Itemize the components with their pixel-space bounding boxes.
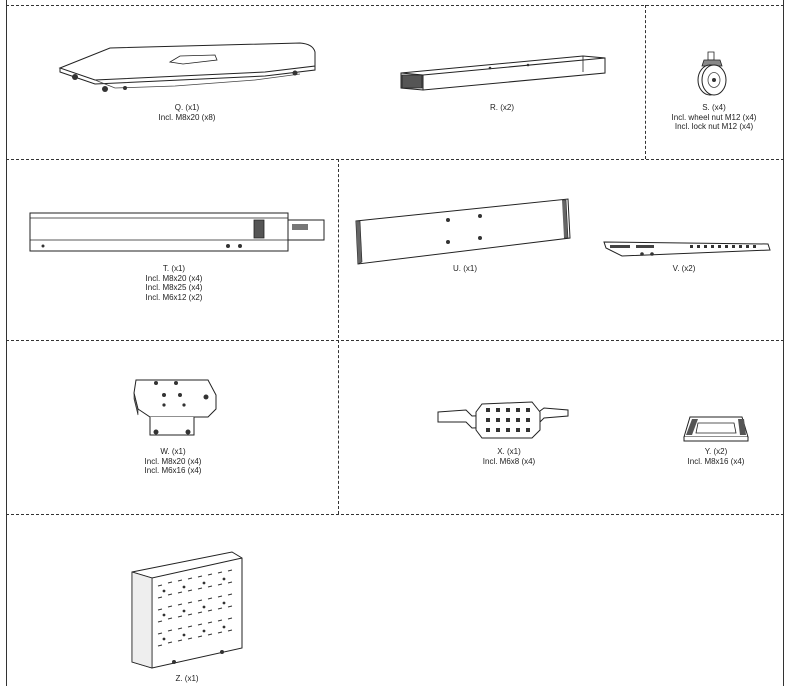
part-detail: Incl. wheel nut M12 (x4) bbox=[671, 112, 757, 122]
part-detail: Incl. lock nut M12 (x4) bbox=[674, 122, 754, 131]
part-r-illustration bbox=[398, 48, 608, 93]
divider bbox=[338, 159, 339, 514]
part-q-caption: Q. (x1) Incl. M8x20 (x8) bbox=[159, 103, 216, 122]
part-z-illustration bbox=[128, 550, 246, 670]
divider bbox=[6, 514, 784, 515]
part-x-illustration bbox=[436, 400, 571, 440]
part-label: Q. (x1) bbox=[174, 103, 200, 112]
part-detail: Incl. M8x20 (x4) bbox=[145, 273, 203, 283]
part-r-caption: R. (x2) bbox=[490, 103, 514, 113]
part-detail: Incl. M8x20 (x4) bbox=[144, 456, 202, 466]
part-detail: Incl. M8x25 (x4) bbox=[145, 283, 203, 292]
part-detail: Incl. M8x20 (x8) bbox=[158, 112, 216, 122]
part-u-caption: U. (x1) bbox=[453, 264, 477, 274]
part-detail: Incl. M6x8 (x4) bbox=[482, 456, 536, 466]
part-detail: Incl. M6x16 (x4) bbox=[144, 466, 202, 475]
part-y-illustration bbox=[682, 415, 750, 443]
part-w-illustration bbox=[128, 375, 218, 443]
part-x-caption: X. (x1) Incl. M6x8 (x4) bbox=[483, 447, 535, 466]
divider bbox=[645, 5, 646, 159]
part-q-illustration bbox=[55, 40, 320, 92]
divider bbox=[6, 5, 784, 6]
part-u-illustration bbox=[352, 196, 574, 266]
part-z-caption: Z. (x1) bbox=[175, 674, 198, 684]
part-s-caption: S. (x4) Incl. wheel nut M12 (x4) Incl. l… bbox=[672, 103, 757, 132]
divider bbox=[6, 159, 784, 160]
part-detail: Incl. M8x16 (x4) bbox=[687, 456, 745, 466]
part-s-illustration bbox=[690, 50, 735, 98]
page-frame bbox=[6, 0, 784, 686]
part-label: Y. (x2) bbox=[704, 447, 728, 456]
part-t-illustration bbox=[28, 210, 328, 260]
part-w-caption: W. (x1) Incl. M8x20 (x4) Incl. M6x16 (x4… bbox=[145, 447, 202, 476]
part-y-caption: Y. (x2) Incl. M8x16 (x4) bbox=[688, 447, 745, 466]
divider bbox=[6, 340, 784, 341]
part-label: R. (x2) bbox=[490, 103, 514, 112]
part-t-caption: T. (x1) Incl. M8x20 (x4) Incl. M8x25 (x4… bbox=[146, 264, 203, 302]
part-detail: Incl. M6x12 (x2) bbox=[145, 292, 203, 302]
part-label: S. (x4) bbox=[702, 103, 726, 112]
part-label: V. (x2) bbox=[672, 264, 696, 273]
part-v-illustration bbox=[602, 238, 772, 260]
part-label: U. (x1) bbox=[453, 264, 477, 273]
part-label: X. (x1) bbox=[497, 447, 521, 456]
part-label: Z. (x1) bbox=[175, 674, 199, 683]
part-label: W. (x1) bbox=[160, 447, 186, 456]
part-label: T. (x1) bbox=[162, 264, 186, 273]
part-v-caption: V. (x2) bbox=[673, 264, 696, 274]
